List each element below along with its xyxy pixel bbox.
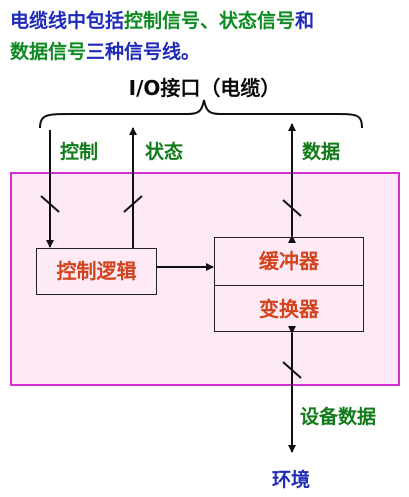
buffer-label: 缓冲器 <box>215 238 363 286</box>
intro-part-3: 和 <box>295 10 315 32</box>
control-slash <box>40 195 60 213</box>
data-signal-label: 数据 <box>302 141 341 163</box>
interface-label: I/O接口（电缆） <box>128 76 281 100</box>
status-signal-label: 状态 <box>145 141 184 163</box>
intro-text: 电缆线中包括控制信号、状态信号和 数据信号三种信号线。 <box>10 6 405 68</box>
control-signal-label: 控制 <box>60 141 99 163</box>
data-slash <box>282 199 302 217</box>
control-logic-label: 控制逻辑 <box>56 259 137 283</box>
interface-brace <box>39 99 363 129</box>
converter-label: 变换器 <box>259 297 319 321</box>
intro-part-1: 电缆线中包括 <box>10 10 125 32</box>
buffer-converter-block: 缓冲器 变换器 <box>214 237 364 332</box>
status-slash <box>123 195 143 213</box>
intro-part-4: 数据信号 <box>10 41 87 63</box>
environment-label: 环境 <box>272 469 311 491</box>
intro-part-2: 控制信号、状态信号 <box>124 10 296 32</box>
intro-part-5: 三种信号线。 <box>86 41 201 63</box>
device-data-label: 设备数据 <box>300 406 377 428</box>
control-logic-block: 控制逻辑 <box>36 248 157 295</box>
device-data-slash <box>282 361 302 379</box>
